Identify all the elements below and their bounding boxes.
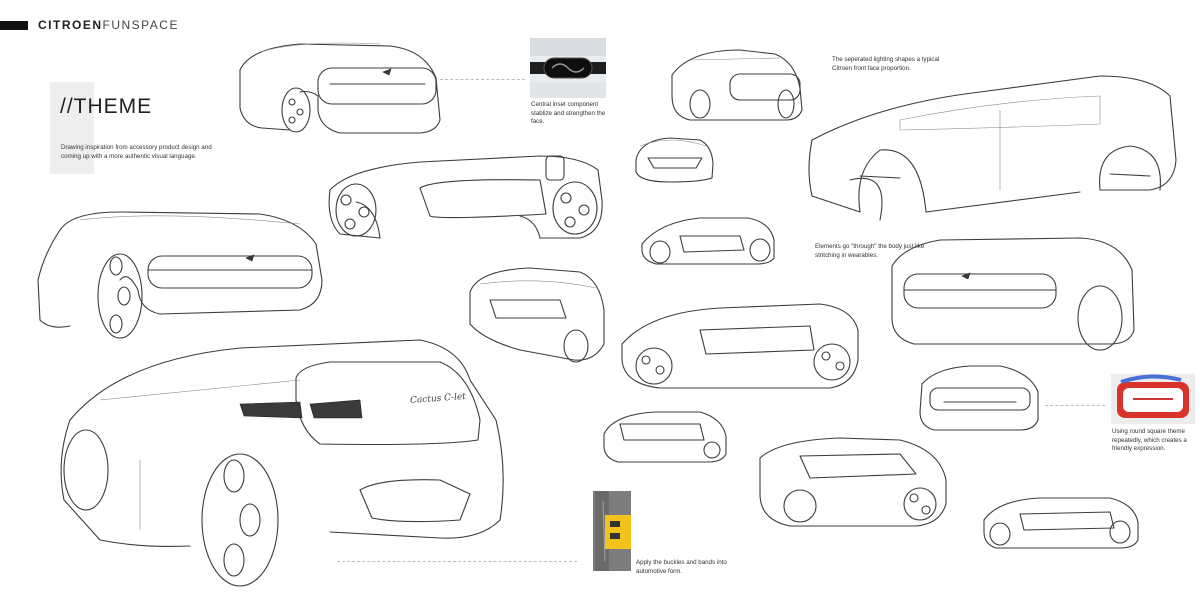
annotation-buckles: Apply the buckles and bands into automot… xyxy=(636,559,727,575)
sketch-front-small-right xyxy=(919,365,1039,431)
annotation-lighting: The seperated lighting shapes a typical … xyxy=(832,56,940,72)
sketch-side-small-2 xyxy=(983,497,1139,549)
annotation-round-square: Using round square theme repeatedly, whi… xyxy=(1112,428,1187,452)
brand-title: CITROENFUNSPACE xyxy=(38,18,179,32)
inset-component-photo xyxy=(530,38,606,98)
leader-line-buckles xyxy=(337,561,577,562)
theme-description: Drawing inspiration from accessory produ… xyxy=(61,144,212,160)
sketch-rear-three-quarter-1 xyxy=(469,267,605,363)
annotation-inset: Central inset component stablize and str… xyxy=(531,101,606,125)
annotation-stitching: Elements go "through" the body just like… xyxy=(815,243,925,259)
sketch-side-large-2 xyxy=(328,155,603,239)
leader-line-round-square xyxy=(1045,405,1105,406)
round-square-product-photo xyxy=(1111,374,1195,424)
sketch-rear-three-quarter-large xyxy=(60,339,504,587)
sketch-side-large-3 xyxy=(621,303,859,389)
leader-line-inset xyxy=(440,79,525,80)
header-accent-bar xyxy=(0,21,28,30)
sketch-side-small-1 xyxy=(641,217,775,265)
sketch-front-three-quarter-2 xyxy=(671,49,803,121)
sketch-rear-small-1 xyxy=(635,137,714,183)
sketch-rear-small-2 xyxy=(603,411,727,463)
buckle-band-photo xyxy=(593,491,631,571)
sketch-side-large-4 xyxy=(759,437,947,527)
sketch-front-right xyxy=(891,237,1135,351)
sketch-side-large-1 xyxy=(808,75,1177,221)
sketch-front-large-left xyxy=(37,211,323,339)
theme-title: //THEME xyxy=(60,95,153,118)
theme-backdrop xyxy=(50,82,94,174)
sketch-front-three-quarter-1 xyxy=(239,42,441,134)
